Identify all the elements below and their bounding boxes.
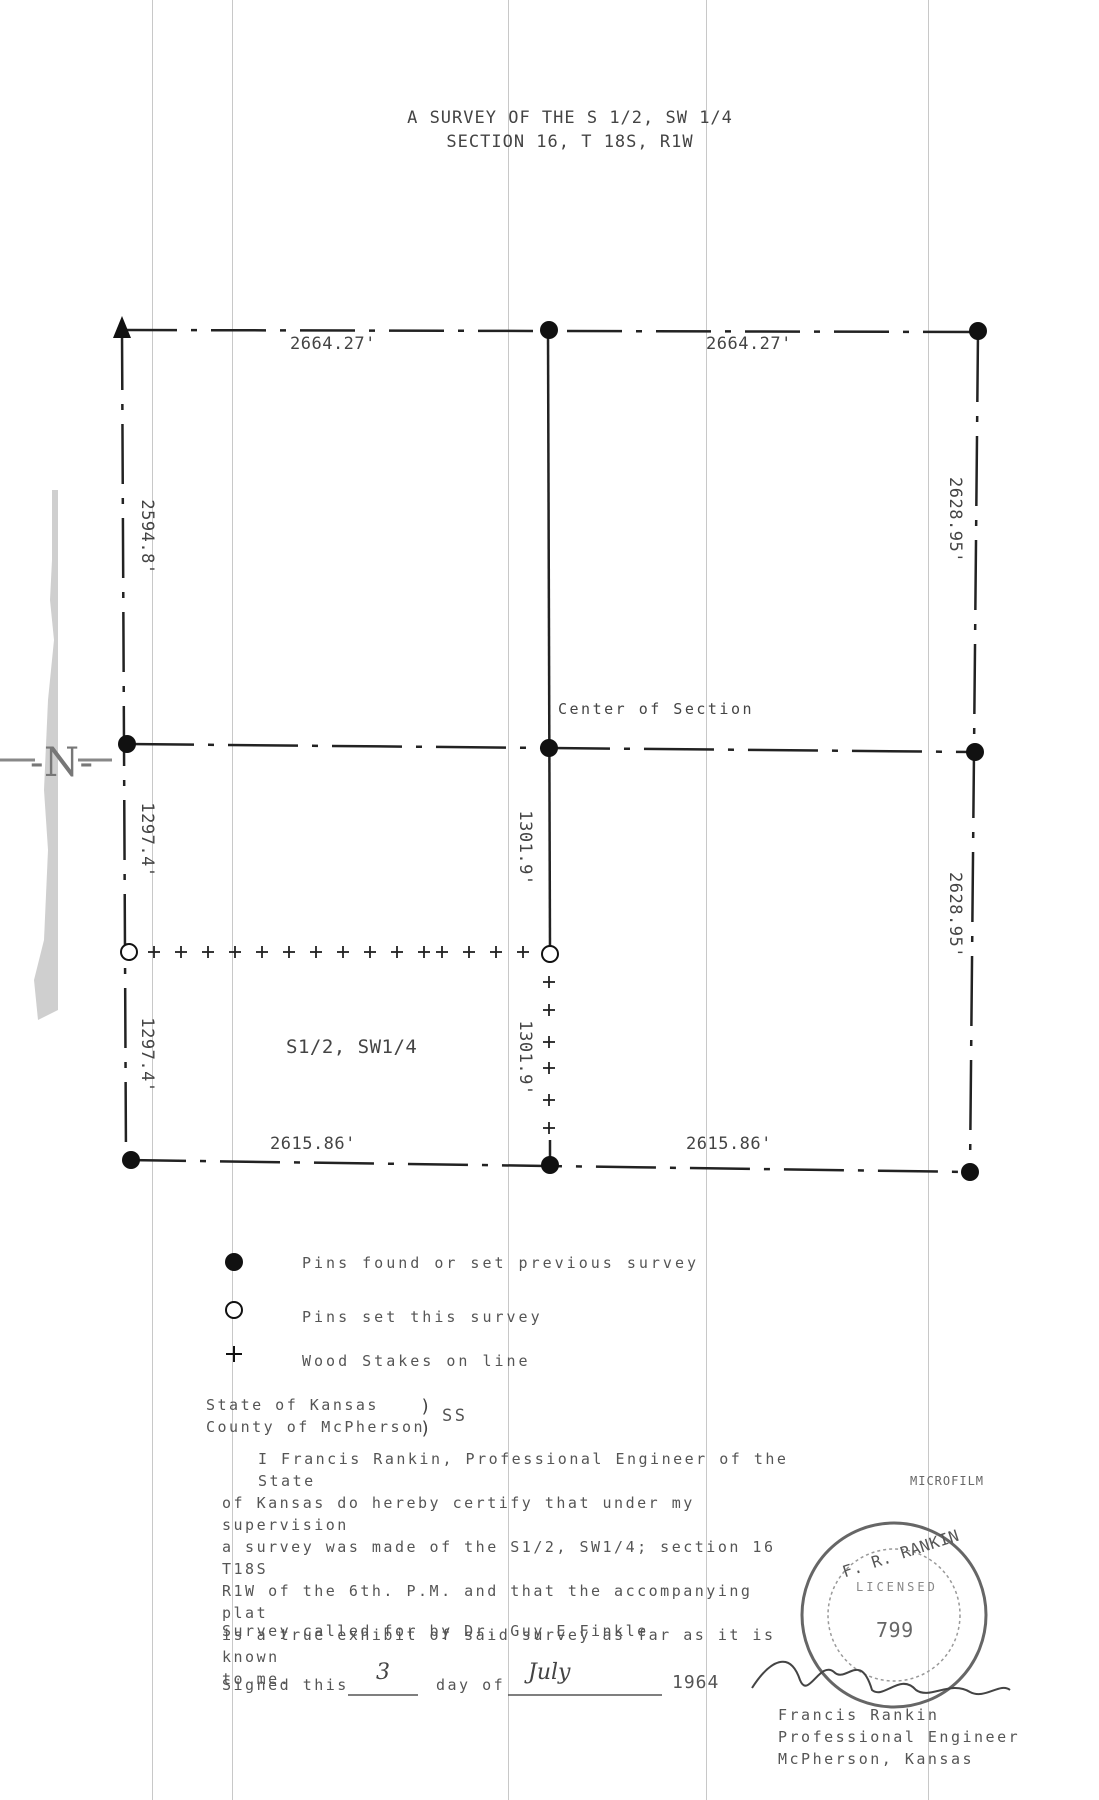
certificate-text: I Francis Rankin, Professional Engineer … [222,1448,802,1690]
signed-month: July [528,1660,571,1685]
county-bracket: ) [420,1418,431,1439]
dim-bottom-right: 2615.86' [686,1134,772,1154]
dim-left-lower: 1297.4' [137,1017,157,1093]
seal-ring: LICENSED [856,1580,938,1594]
dim-left-upper: 2594.8' [137,499,157,575]
dim-top-right: 2664.27' [706,334,792,354]
north-label: -N- [30,740,94,786]
signed-year: 1964 [672,1672,720,1693]
dim-right-upper: 2628.95' [945,477,965,563]
signed-day: 3 [376,1660,390,1685]
engineer-location: McPherson, Kansas [778,1750,975,1768]
certificate-line: to me. [222,1670,292,1688]
handwritten-signature [751,1660,1011,1695]
state-bracket: ) [420,1396,431,1417]
survey-title-line2: SECTION 16, T 18S, R1W [446,132,694,152]
certificate-line: I Francis Rankin, Professional Engineer … [258,1450,789,1490]
legend-text-this: Pins set this survey [302,1308,543,1326]
microfilm-stamp: MICROFILM [910,1474,985,1488]
left-arrowhead [113,316,131,338]
signed-prefix: Signed this [222,1676,349,1694]
ss-label: SS [442,1406,468,1426]
seal-number: 799 [876,1618,914,1642]
certificate-line: is a true exhibit of said survey as far … [222,1626,776,1666]
legend-plus-icon [226,1346,242,1362]
dim-top-left: 2664.27' [290,334,376,354]
dim-left-mid: 1297.4' [137,802,157,878]
wood-stakes-horizontal [148,946,529,958]
north-arrow [0,490,112,1020]
center-of-section-label: Center of Section [558,700,755,718]
legend-filled-pin-icon [225,1253,243,1271]
survey-called-for: Survey called for by Dr. Guy E Finkle [222,1622,649,1640]
certificate-line: a survey was made of the S1/2, SW1/4; se… [222,1538,776,1578]
state-of-kansas: State of Kansas [206,1396,379,1414]
legend-open-pin-icon [225,1301,243,1319]
dim-right-lower: 2628.95' [945,872,965,958]
certificate-line: R1W of the 6th. P.M. and that the accomp… [222,1582,753,1622]
signature-block: Francis Rankin Professional Engineer McP… [778,1704,1020,1770]
pins-previous-survey [118,321,987,1181]
dim-center-upper: 1301.9' [515,810,535,886]
legend-text-previous: Pins found or set previous survey [302,1254,700,1272]
certificate-line: of Kansas do hereby certify that under m… [222,1494,695,1534]
legend-text-stakes: Wood Stakes on line [302,1352,531,1370]
dim-bottom-left: 2615.86' [270,1134,356,1154]
center-vertical-line [546,329,552,953]
wood-stakes-vertical [543,976,555,1134]
engineer-title: Professional Engineer [778,1728,1021,1746]
engineer-name: Francis Rankin [778,1706,940,1724]
tract-label: S1/2, SW1/4 [286,1036,418,1058]
engineer-seal [800,1521,988,1709]
dim-center-lower: 1301.9' [515,1020,535,1096]
pins-this-survey [120,943,559,963]
survey-title-line1: A SURVEY OF THE S 1/2, SW 1/4 [407,108,733,128]
county-of-mcpherson: County of McPherson [206,1418,426,1436]
signed-mid: day of [436,1676,506,1694]
